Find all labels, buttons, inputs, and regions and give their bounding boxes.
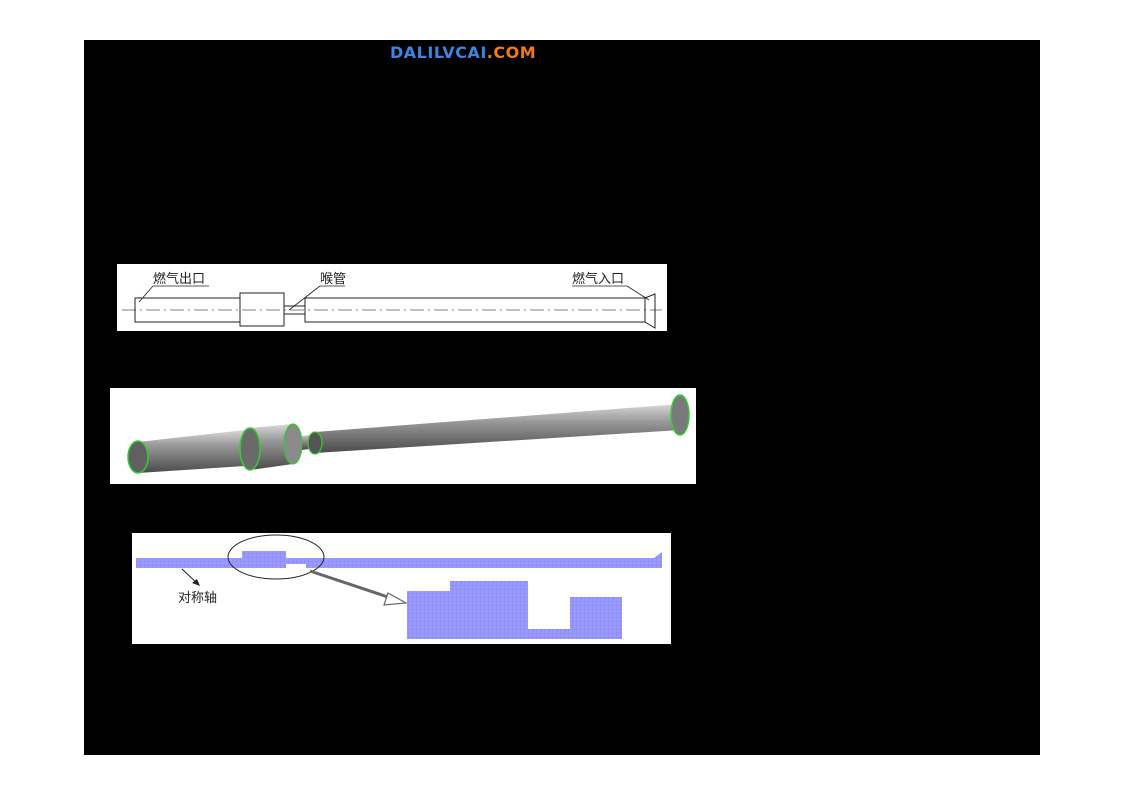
zoom-highlight [227, 534, 325, 580]
mesh-inlet-flare [654, 552, 662, 568]
outlet-face [127, 440, 149, 474]
label-inlet: 燃气入口 [572, 271, 624, 287]
label-outlet: 燃气出口 [153, 271, 205, 287]
schematic-diagram: 燃气出口 喉管 燃气入口 [117, 264, 667, 331]
chamber-cylinder [250, 424, 293, 470]
mesh-diagram: 对称轴 [132, 533, 671, 644]
inlet-cylinder [315, 404, 680, 453]
outlet-cylinder [138, 430, 245, 473]
mesh-strip [136, 558, 658, 568]
site-logo[interactable]: DALILVCAI.COM [390, 44, 536, 62]
leader-nozzle [288, 285, 321, 311]
chamber-face [239, 427, 261, 471]
mesh-drawing: 对称轴 [136, 534, 662, 639]
zoomed-mesh-chamber [450, 581, 528, 597]
inlet-face [670, 394, 690, 436]
chamber [239, 292, 285, 327]
leader-outlet [138, 285, 154, 303]
3d-model-render [110, 388, 696, 484]
logo-domain: .COM [486, 43, 537, 62]
zoom-arrow [309, 569, 395, 601]
inlet-flare [644, 293, 656, 329]
mesh-chamber-step [242, 551, 286, 558]
label-axis: 对称轴 [178, 591, 217, 606]
schematic-drawing: 燃气出口 喉管 燃气入口 [122, 271, 662, 329]
logo-text: DALILVCAI [390, 43, 487, 62]
3d-model-drawing [127, 394, 690, 474]
label-nozzle: 喉管 [320, 272, 346, 287]
